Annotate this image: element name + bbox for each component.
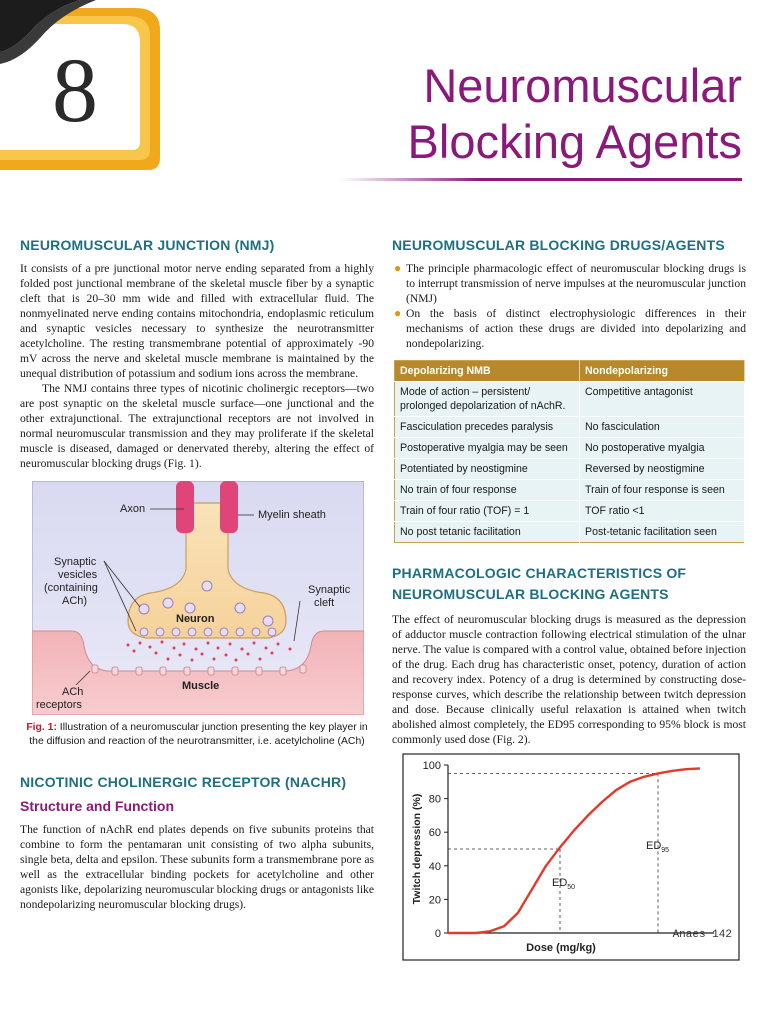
fig1-label-vesicles-1: Synaptic [54, 556, 97, 568]
table-cell: TOF ratio <1 [579, 500, 745, 522]
fig1-label-vesicles-2: vesicles [58, 569, 98, 581]
pharm-heading-line1: PHARMACOLOGIC CHARACTERISTICS OF [392, 565, 687, 581]
fig1-label-muscle: Muscle [182, 680, 219, 692]
x-axis-label: Dose (mg/kg) [526, 942, 596, 954]
table-cell: No post tetanic facilitation [394, 521, 580, 543]
table-header-nondepolarizing: Nondepolarizing [579, 360, 745, 382]
table-cell: Train of four ratio (TOF) = 1 [394, 500, 580, 522]
fig1-label-ach-1: ACh [62, 686, 83, 698]
nmj-paragraph-2: The NMJ contains three types of nicotini… [20, 382, 374, 470]
table-cell: No postoperative myalgia [579, 437, 745, 459]
right-column: NEUROMUSCULAR BLOCKING DRUGS/AGENTS ● The… [392, 236, 746, 961]
y-tick-label: 0 [435, 928, 441, 940]
chapter-title: Neuromuscular Blocking Agents [408, 58, 742, 170]
table-cell: Postoperative myalgia may be seen [394, 437, 580, 459]
left-column: NEUROMUSCULAR JUNCTION (NMJ) It consists… [20, 236, 374, 912]
nmb-bullet-list: ● The principle pharmacologic effect of n… [392, 261, 746, 351]
y-tick-label: 20 [429, 894, 441, 906]
figure-1: Axon Myelin sheath Synaptic vesicles (co… [31, 480, 365, 716]
figure-1-caption: Fig. 1: Illustration of a neuromuscular … [20, 721, 374, 749]
y-tick-label: 80 [429, 794, 441, 806]
chart-frame [402, 753, 740, 961]
table-header-depolarizing: Depolarizing NMB [394, 360, 580, 382]
table-cell: Potentiated by neostigmine [394, 458, 580, 480]
nmj-heading: NEUROMUSCULAR JUNCTION (NMJ) [20, 237, 275, 253]
table-cell: No train of four response [394, 479, 580, 501]
figure-1-caption-label: Fig. 1: [26, 722, 57, 733]
fig1-label-axon: Axon [120, 503, 145, 515]
nmb-comparison-table: Depolarizing NMB Nondepolarizing Mode of… [394, 360, 745, 543]
table-cell: Post-tetanic facilitation seen [579, 521, 745, 543]
bullet-dot-icon: ● [394, 261, 402, 275]
nachr-heading: NICOTINIC CHOLINERGIC RECEPTOR (NACHR) [20, 774, 347, 790]
nmb-bullet-1-text: The principle pharmacologic effect of ne… [406, 262, 746, 305]
table-header-row: Depolarizing NMB Nondepolarizing [394, 360, 745, 382]
fig1-label-vesicles-3: (containing [44, 582, 98, 594]
nmj-illustration: Axon Myelin sheath Synaptic vesicles (co… [31, 480, 365, 716]
fig1-label-cleft-1: Synaptic [308, 584, 351, 596]
fig1-label-ach-2: receptors [36, 699, 82, 711]
table-cell: Reversed by neostigmine [579, 458, 745, 480]
dose-response-curve [448, 767, 701, 935]
fig1-label-cleft-2: cleft [314, 597, 334, 609]
y-tick-label: 40 [429, 861, 441, 873]
nmb-bullet-2: ● On the basis of distinct electrophysiol… [392, 306, 746, 351]
nmb-bullet-1: ● The principle pharmacologic effect of n… [392, 261, 746, 306]
table-row: Mode of action – persistent/ prolonged d… [394, 381, 745, 417]
chapter-title-line1: Neuromuscular [423, 59, 742, 112]
chapter-number: 8 [52, 39, 98, 141]
chapter-badge-graphic [0, 0, 160, 170]
pharm-heading-line2: NEUROMUSCULAR BLOCKING AGENTS [392, 586, 669, 602]
bullet-dot-icon: ● [394, 306, 402, 320]
table-cell: Mode of action – persistent/ prolonged d… [394, 381, 580, 417]
figure-1-caption-text: Illustration of a neuromuscular junction… [29, 722, 368, 747]
page-watermark: Anaes 142 [673, 929, 732, 941]
structure-function-heading: Structure and Function [20, 798, 174, 814]
chapter-badge: 8 [0, 0, 175, 180]
y-tick-label: 60 [429, 827, 441, 839]
table-cell: Competitive antagonist [579, 381, 745, 417]
pharm-heading: PHARMACOLOGIC CHARACTERISTICS OF NEUROMU… [392, 563, 746, 605]
pharm-paragraph: The effect of neuromuscular blocking dru… [392, 613, 746, 746]
title-rule [340, 178, 742, 181]
table-cell: Train of four response is seen [579, 479, 745, 501]
nmb-heading: NEUROMUSCULAR BLOCKING DRUGS/AGENTS [392, 237, 725, 253]
fig1-label-neuron: Neuron [176, 613, 215, 625]
nmj-paragraph-1: It consists of a pre junctional motor ne… [20, 262, 374, 380]
y-axis-label: Twitch depression (%) [411, 794, 423, 905]
y-tick-label: 100 [423, 760, 441, 772]
chapter-title-line2: Blocking Agents [407, 115, 742, 168]
nmb-bullet-2-text: On the basis of distinct electrophysiolo… [406, 307, 746, 350]
fig1-label-vesicles-4: ACh) [62, 595, 87, 607]
fig1-label-myelin: Myelin sheath [258, 509, 326, 521]
table-cell: No fasciculation [579, 416, 745, 438]
table-cell: Fasciculation precedes paralysis [394, 416, 580, 438]
structure-paragraph: The function of nAchR end plates depends… [20, 823, 374, 911]
